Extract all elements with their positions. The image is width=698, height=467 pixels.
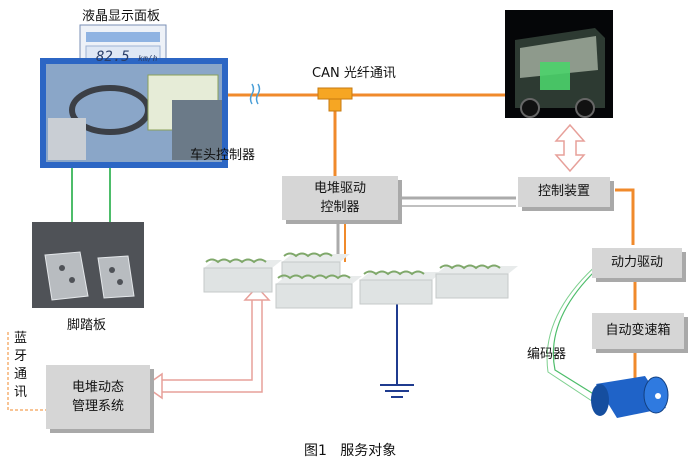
bluetooth-char: 讯 xyxy=(14,385,28,400)
bluetooth-line xyxy=(7,332,46,411)
box-line: 管理系统 xyxy=(71,399,124,414)
motor-image xyxy=(591,376,669,418)
stack-module xyxy=(359,270,442,305)
stack-module xyxy=(275,274,362,309)
fiber-wave-icon xyxy=(249,83,261,105)
can-t-connector-icon xyxy=(317,87,353,112)
box-line: 电堆驱动 xyxy=(313,180,366,196)
pedal-image xyxy=(32,222,144,308)
figure-caption: 图1 服务对象 xyxy=(304,443,397,459)
stack-drive-controller-box: 电堆驱动 控制器 xyxy=(282,176,398,220)
modules-to-mgmt-line-2 xyxy=(160,300,253,381)
box-line: 动力驱动 xyxy=(610,255,663,271)
control-device-box: 控制装置 xyxy=(518,177,610,207)
auto-gearbox-box: 自动变速箱 xyxy=(592,313,684,349)
speed-unit: km/h xyxy=(138,54,158,63)
speed-readout: 82.5 km/h xyxy=(96,49,157,65)
head-controller-image xyxy=(40,58,228,168)
can-fiber-label: CAN 光纤通讯 xyxy=(312,66,396,81)
box-line: 控制装置 xyxy=(537,184,590,200)
bluetooth-char: 通 xyxy=(14,367,28,382)
encoder-label: 编码器 xyxy=(527,347,567,362)
fuel-cell-stack-modules xyxy=(203,252,518,309)
encoder-line-1 xyxy=(552,269,601,399)
stack-module xyxy=(203,258,282,293)
head-controller-label: 车头控制器 xyxy=(190,148,256,163)
encoder-line-2 xyxy=(546,261,601,406)
lcd-panel-label: 液晶显示面板 xyxy=(82,9,161,24)
power-drive-box: 动力驱动 xyxy=(592,248,682,278)
modules-to-mgmt-line xyxy=(160,300,263,393)
bluetooth-char: 蓝 xyxy=(14,331,28,346)
box-line: 控制器 xyxy=(320,200,360,215)
bluetooth-char: 牙 xyxy=(14,349,28,364)
bus-image xyxy=(505,10,613,118)
bluetooth-label: 蓝 牙 通 讯 xyxy=(14,330,27,402)
stack-module xyxy=(281,252,350,279)
box-line: 自动变速箱 xyxy=(605,323,671,339)
stack-dynamic-mgmt-box: 电堆动态 管理系统 xyxy=(46,365,150,429)
speed-value: 82.5 xyxy=(96,49,130,65)
box-line: 电堆动态 xyxy=(71,379,124,395)
ground-icon xyxy=(380,300,414,398)
double-arrow-icon xyxy=(554,123,586,173)
pedal-label: 脚踏板 xyxy=(67,318,107,333)
modules-arrow-head xyxy=(243,285,271,301)
mgmt-arrow-head xyxy=(143,372,163,400)
stack-module xyxy=(435,264,518,299)
control-to-power-line xyxy=(615,188,635,245)
